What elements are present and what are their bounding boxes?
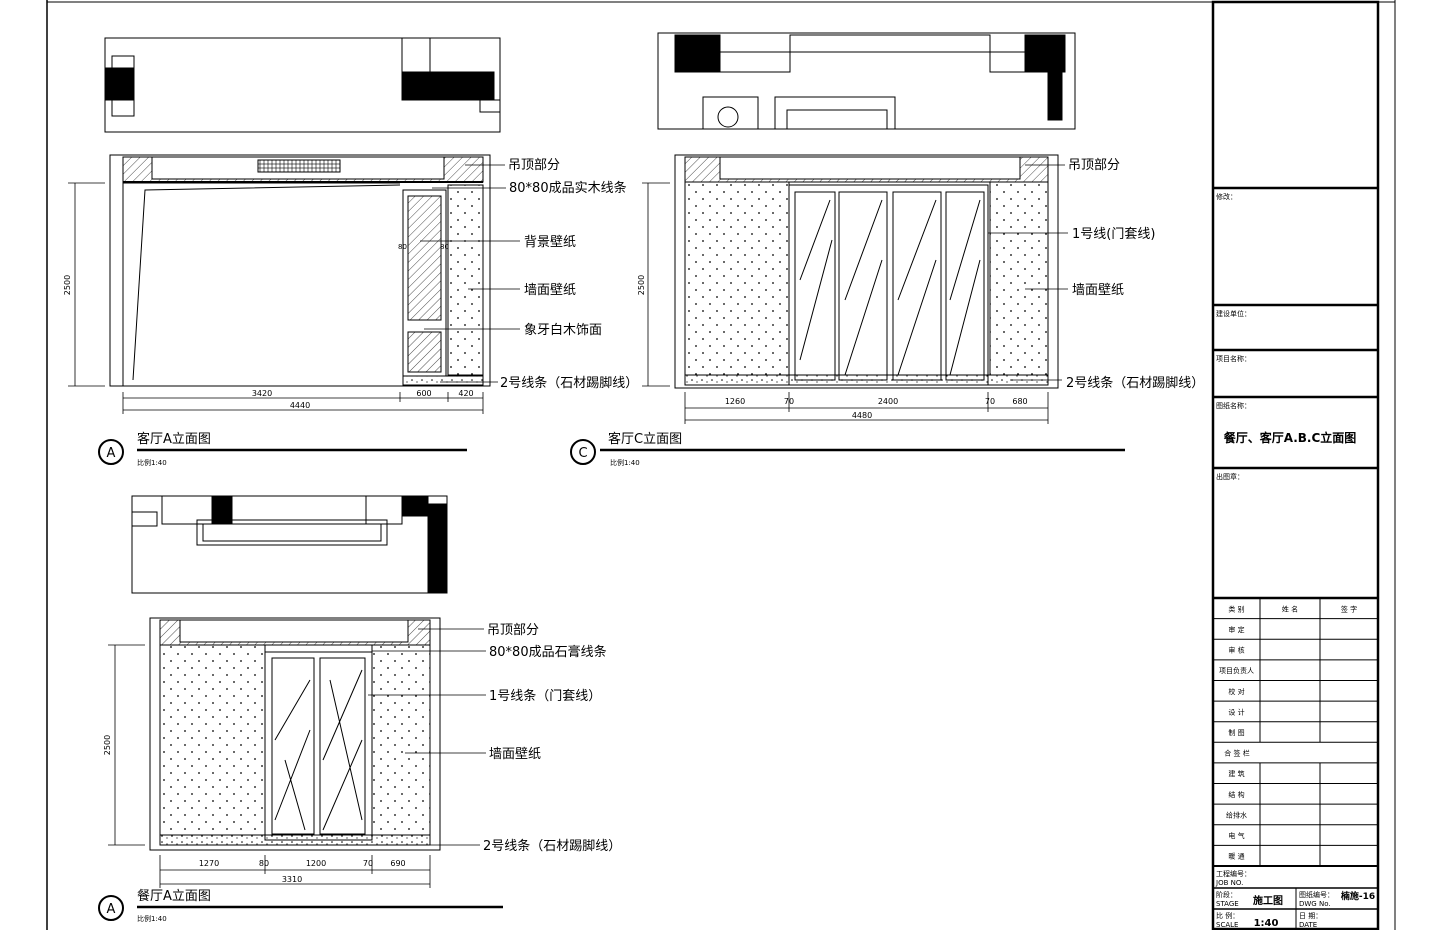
living-a-label-wallpaper: 墙面壁纸 (524, 283, 576, 298)
dining-a-dim-2: 80 (259, 859, 269, 868)
table-row-label: 校 对 (1228, 687, 1244, 696)
job-no-en: JOB NO. (1215, 879, 1243, 887)
living-c-dim-4: 70 (985, 397, 995, 406)
living-c-marker: C (578, 446, 587, 461)
living-a-label-ceiling: 吊顶部分 (508, 158, 560, 173)
scale-label: 比 例： (1216, 911, 1239, 920)
living-c-dim-2: 70 (784, 397, 794, 406)
table-row-label: 电 气 (1228, 831, 1244, 840)
dining-a-dim-4: 70 (363, 859, 373, 868)
dining-a-title: 餐厅A立面图 (137, 888, 211, 904)
living-c-label-wallpaper: 墙面壁纸 (1072, 283, 1124, 298)
stage-value: 施工图 (1253, 894, 1283, 907)
living-c-dim-3: 2400 (878, 397, 898, 406)
dining-a-elevation (149, 617, 441, 851)
dwg-no-en: DWG No. (1299, 900, 1331, 908)
drawing-name-label: 图纸名称： (1216, 401, 1251, 410)
living-c-dim-1: 1260 (725, 397, 745, 406)
dining-a-leaders (368, 628, 486, 846)
dining-a-total-dim: 3310 (282, 875, 302, 884)
living-a-height-dim: 2500 (63, 275, 72, 295)
client-label: 建设单位： (1216, 309, 1251, 318)
living-c-leaders (988, 164, 1068, 381)
date-en: DATE (1299, 921, 1317, 929)
stage-label: 阶段： (1216, 890, 1237, 899)
project-name-label: 项目名称： (1216, 354, 1251, 363)
dining-a-label-skirting: 2号线条（石材踢脚线） (483, 838, 621, 854)
table-row-label: 建 筑 (1228, 769, 1244, 778)
table-row-label: 设 计 (1228, 707, 1244, 716)
dining-a-dimensions (98, 644, 503, 921)
living-a-dim-2: 600 (416, 389, 431, 398)
living-a-dimensions (68, 182, 484, 465)
drawing-name: 餐厅、客厅A.B.C立面图 (1224, 430, 1357, 445)
table-row-label: 项目负责人 (1219, 666, 1254, 675)
living-c-elevation (674, 154, 1059, 389)
job-no-label: 工程编号： (1216, 869, 1251, 878)
dwg-no-label: 图纸编号： (1299, 890, 1334, 899)
dining-a-dim-3: 1200 (306, 859, 326, 868)
living-a-label-skirting: 2号线条（石材踢脚线） (500, 375, 638, 391)
table-row-label: 制 图 (1228, 728, 1244, 737)
cosign-row-label: 合 签 栏 (1224, 749, 1249, 758)
dining-a-scale: 比例1:40 (137, 914, 167, 923)
dining-a-label-wallpaper: 墙面壁纸 (489, 747, 541, 762)
table-row-label: 审 核 (1228, 646, 1244, 655)
living-c-label-door-trim: 1号线(门套线) (1072, 226, 1155, 242)
living-c-total-dim: 4480 (852, 411, 872, 420)
living-a-elevation (109, 154, 491, 387)
living-a-plan (104, 37, 501, 133)
table-header-cell: 姓 名 (1282, 604, 1298, 613)
dining-a-label-door-trim: 1号线条（门套线） (489, 688, 601, 704)
dining-a-plan (131, 495, 448, 594)
living-a-side-dim-1: 80 (398, 243, 407, 251)
living-c-plan (657, 32, 1076, 130)
living-c-scale: 比例1:40 (610, 458, 640, 467)
table-row-label: 给排水 (1226, 810, 1247, 819)
living-a-label-bg-wallpaper: 背景壁纸 (524, 235, 576, 250)
table-row-label: 结 构 (1228, 790, 1244, 799)
revision-label: 修改： (1216, 192, 1237, 201)
living-c-dim-5: 680 (1012, 397, 1027, 406)
living-a-dim-3: 420 (458, 389, 473, 398)
dining-a-dim-5: 690 (390, 859, 405, 868)
dining-a-height-dim: 2500 (103, 735, 112, 755)
living-a-scale: 比例1:40 (137, 458, 167, 467)
living-a-label-molding: 80*80成品实木线条 (509, 180, 627, 196)
stage-en: STAGE (1216, 900, 1239, 908)
living-c-dimensions (570, 182, 1125, 465)
dining-a-label-ceiling: 吊顶部分 (487, 623, 539, 638)
living-a-dim-1: 3420 (252, 389, 272, 398)
date-label: 日 期： (1299, 912, 1322, 920)
dining-a-dim-1: 1270 (199, 859, 219, 868)
living-a-title: 客厅A立面图 (137, 431, 211, 447)
stamp-label: 出图章： (1216, 472, 1244, 481)
table-header-cell: 类 别 (1228, 604, 1244, 613)
dining-a-marker: A (107, 902, 116, 917)
dining-a-label-molding: 80*80成品石膏线条 (489, 644, 607, 660)
table-header-cell: 签 字 (1341, 604, 1357, 613)
living-c-label-ceiling: 吊顶部分 (1068, 158, 1120, 173)
living-a-leaders (420, 164, 520, 383)
title-block-lines (1213, 186, 1378, 930)
living-a-total-dim: 4440 (290, 401, 310, 410)
living-c-title: 客厅C立面图 (608, 431, 682, 447)
living-c-height-dim: 2500 (637, 275, 646, 295)
living-a-side-dim-2: 80 (440, 243, 449, 251)
living-a-label-wood: 象牙白木饰面 (524, 322, 602, 338)
dwg-no-value: 楠施-16 (1341, 890, 1375, 902)
table-row-label: 审 定 (1228, 625, 1244, 634)
table-row-label: 暖 通 (1228, 852, 1244, 861)
living-a-marker: A (107, 446, 116, 461)
scale-en: SCALE (1216, 921, 1238, 929)
living-c-label-skirting: 2号线条（石材踢脚线） (1066, 375, 1204, 391)
scale-value: 1:40 (1254, 918, 1279, 929)
